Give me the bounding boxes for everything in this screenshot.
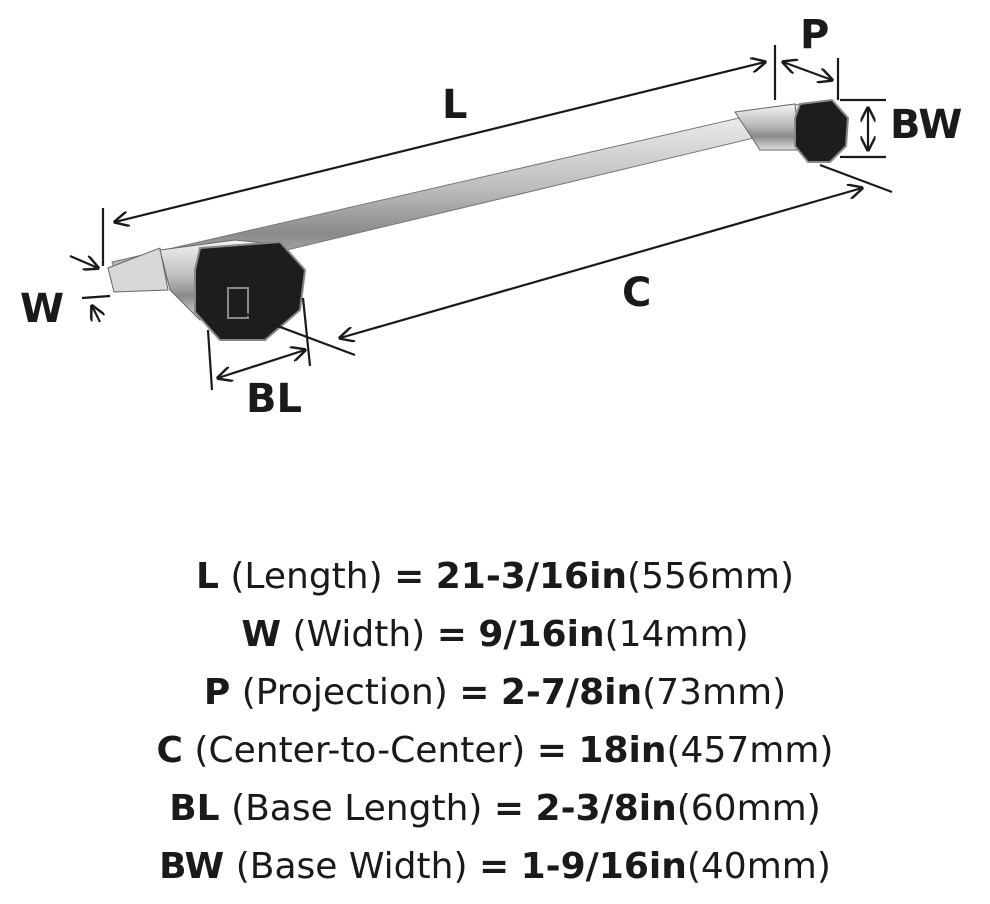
spec-name: (Length)	[230, 556, 383, 597]
label-BW: BW	[890, 102, 962, 148]
spec-metric: (556mm)	[627, 556, 794, 597]
dimension-lines	[69, 45, 893, 391]
spec-name: (Base Length)	[231, 788, 483, 829]
spec-line: C (Center-to-Center) = 18in(457mm)	[0, 722, 990, 780]
spec-line: L (Length) = 21-3/16in(556mm)	[0, 548, 990, 606]
towel-bar	[107, 98, 850, 341]
spec-eq: =	[493, 788, 525, 829]
spec-line: W (Width) = 9/16in(14mm)	[0, 606, 990, 664]
spec-imperial: 2-3/8in	[535, 788, 677, 829]
spec-name: (Base Width)	[235, 846, 468, 887]
spec-metric: (73mm)	[642, 672, 787, 713]
spec-eq: =	[459, 672, 490, 713]
spec-line: P (Projection) = 2-7/8in(73mm)	[0, 664, 990, 722]
label-C: C	[622, 270, 651, 316]
spec-metric: (14mm)	[604, 614, 749, 655]
spec-name: (Width)	[292, 614, 426, 655]
spec-code: C	[156, 730, 183, 771]
spec-code: BL	[169, 788, 220, 829]
spec-line: BW (Base Width) = 1-9/16in(40mm)	[0, 838, 990, 896]
spec-code: P	[203, 672, 231, 713]
spec-eq: =	[394, 556, 425, 597]
spec-code: L	[195, 556, 219, 597]
spec-line: BL (Base Length) = 2-3/8in(60mm)	[0, 780, 990, 838]
spec-imperial: 2-7/8in	[500, 672, 643, 713]
label-W: W	[20, 286, 64, 332]
spec-code: W	[241, 614, 282, 655]
towel-bar-diagram: L P BW W BL C	[20, 12, 962, 422]
spec-metric: (60mm)	[676, 788, 821, 829]
spec-name: (Projection)	[241, 672, 448, 713]
label-BL: BL	[246, 376, 302, 422]
spec-eq: =	[478, 846, 510, 887]
spec-eq: =	[536, 730, 567, 771]
spec-name: (Center-to-Center)	[194, 730, 526, 771]
spec-code: BW	[159, 846, 225, 887]
spec-imperial: 9/16in	[478, 614, 605, 655]
spec-metric: (40mm)	[686, 846, 831, 887]
label-P: P	[800, 12, 829, 58]
spec-metric: (457mm)	[666, 730, 834, 771]
spec-imperial: 18in	[578, 730, 667, 771]
spec-eq: =	[436, 614, 467, 655]
spec-imperial: 1-9/16in	[520, 846, 687, 887]
spec-imperial: 21-3/16in	[435, 556, 628, 597]
dimension-specs: L (Length) = 21-3/16in(556mm) W (Width) …	[0, 548, 990, 896]
label-L: L	[442, 82, 468, 128]
